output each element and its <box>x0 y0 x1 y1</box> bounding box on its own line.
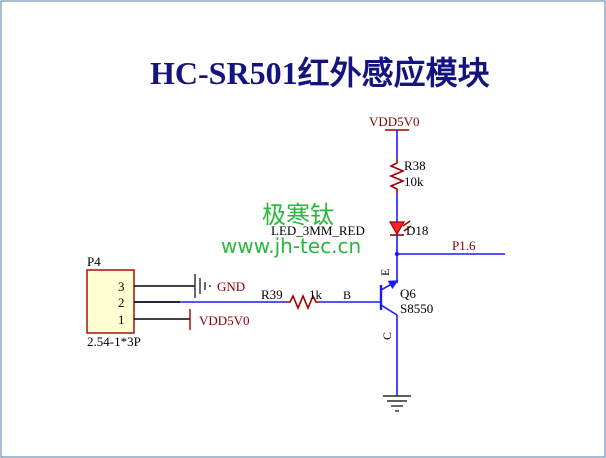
connector-pin-1: 1 <box>118 312 125 327</box>
power-port-top <box>385 129 409 158</box>
led-ref: D18 <box>406 223 428 238</box>
q6-part: S8550 <box>400 301 433 316</box>
r39-ref: R39 <box>261 287 283 302</box>
power-label-top: VDD5V0 <box>369 114 420 129</box>
gnd-label: GND <box>217 279 245 294</box>
led-d18 <box>388 220 412 283</box>
r39-value: 1k <box>309 287 323 302</box>
ground-symbol-bottom <box>383 395 411 412</box>
connector-p4-body <box>86 269 135 334</box>
diagram-title: HC-SR501红外感应模块 <box>150 55 490 91</box>
watermark-url: www.jh-tec.cn <box>221 234 361 258</box>
connector-pin-2: 2 <box>118 295 125 310</box>
ground-symbol-connector <box>134 274 211 298</box>
connector-pin-3: 3 <box>118 279 125 294</box>
pin-label-e: E <box>378 269 392 276</box>
vdd-label-connector: VDD5V0 <box>199 313 250 328</box>
r38-value: 10k <box>404 174 424 189</box>
net-label-p1-6: P1.6 <box>452 238 476 253</box>
power-port-connector <box>134 309 191 330</box>
led-part: LED_3MM_RED <box>271 223 365 238</box>
transistor-q6 <box>379 280 399 396</box>
connector-ref: P4 <box>87 254 101 269</box>
watermark-name: 极寒钛 <box>262 201 334 229</box>
net-wire-p1-6 <box>394 251 505 257</box>
pin-label-b: B <box>343 288 351 302</box>
connector-footprint: 2.54-1*3P <box>87 334 141 349</box>
r38-ref: R38 <box>404 158 426 173</box>
pin-label-c: C <box>380 332 394 340</box>
resistor-r38 <box>388 158 406 222</box>
q6-ref: Q6 <box>400 286 416 301</box>
